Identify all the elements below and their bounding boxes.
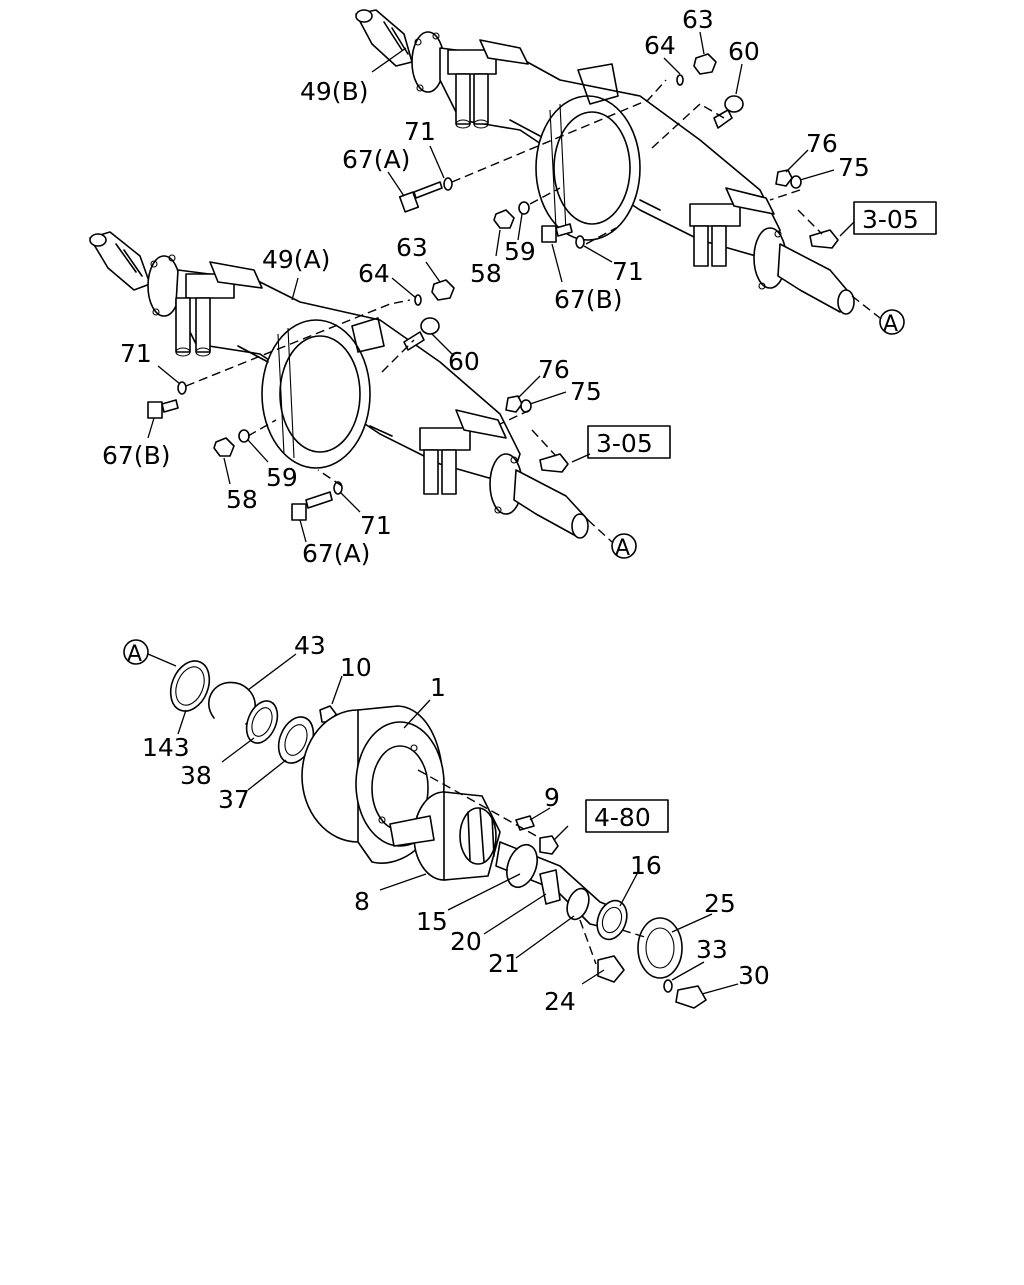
callout-71-lower-a: 71 — [120, 339, 152, 368]
callout-49b: 49(B) — [300, 77, 368, 106]
connector-a-lower: A — [611, 533, 637, 561]
callout-58-upper: 58 — [470, 259, 502, 288]
connector-a-hub-label: A — [127, 642, 142, 667]
callout-24: 24 — [544, 987, 576, 1016]
callout-63-upper: 63 — [682, 5, 714, 34]
callout-67b-lower: 67(B) — [102, 441, 170, 470]
callout-43: 43 — [294, 631, 326, 660]
callout-67a-upper: 67(A) — [342, 145, 410, 174]
upper-leaders — [371, 31, 855, 283]
callout-143: 143 — [142, 733, 190, 762]
callout-67b-upper: 67(B) — [554, 285, 622, 314]
callout-25: 25 — [704, 889, 736, 918]
callout-58-lower: 58 — [226, 485, 258, 514]
callout-76-upper: 76 — [806, 129, 838, 158]
ref-label-3-05-upper: 3-05 — [862, 205, 919, 234]
callout-49a: 49(A) — [262, 245, 330, 274]
ref-box-3-05-lower: 3-05 — [587, 425, 671, 459]
ref-label-4-80: 4-80 — [594, 803, 651, 832]
callout-59-lower: 59 — [266, 463, 298, 492]
lower-axle-callouts: 49(A) 63 64 60 71 67(B) 76 75 58 59 71 6… — [102, 233, 602, 568]
callout-33: 33 — [696, 935, 728, 964]
lower-axle-fasteners — [147, 279, 569, 521]
axle-housing-lower — [89, 231, 589, 539]
callout-71-lower-b: 71 — [360, 511, 392, 540]
upper-axle-fasteners — [398, 53, 839, 249]
upper-axle-callouts: 49(B) 63 64 60 71 67(A) 76 75 58 59 67(B… — [300, 5, 870, 314]
callout-76-lower: 76 — [538, 355, 570, 384]
callout-20: 20 — [450, 927, 482, 956]
callout-10: 10 — [340, 653, 372, 682]
callout-63-lower: 63 — [396, 233, 428, 262]
callout-67a-lower: 67(A) — [302, 539, 370, 568]
callout-60-upper: 60 — [728, 37, 760, 66]
ref-label-3-05-lower: 3-05 — [596, 429, 653, 458]
callout-9: 9 — [544, 783, 560, 812]
ref-box-3-05-upper: 3-05 — [853, 201, 937, 235]
callout-15: 15 — [416, 907, 448, 936]
callout-37: 37 — [218, 785, 250, 814]
callout-21: 21 — [488, 949, 520, 978]
ref-box-4-80: 4-80 — [585, 799, 669, 833]
axle-housing-upper — [355, 9, 855, 315]
hub-leaders — [147, 653, 739, 995]
callout-75-lower: 75 — [570, 377, 602, 406]
callout-71-upper-b: 71 — [612, 257, 644, 286]
callout-60-lower: 60 — [448, 347, 480, 376]
callout-1: 1 — [430, 673, 446, 702]
connector-a-hub: A — [123, 639, 149, 667]
lower-leaders — [147, 261, 591, 543]
callout-64-lower: 64 — [358, 259, 390, 288]
callout-16: 16 — [630, 851, 662, 880]
connector-a-upper-label: A — [883, 312, 898, 337]
callout-71-upper-a: 71 — [404, 117, 436, 146]
callout-64-upper: 64 — [644, 31, 676, 60]
connector-a-lower-label: A — [615, 536, 630, 561]
callout-8: 8 — [354, 887, 370, 916]
hub-callouts: 43 10 1 143 38 37 9 8 15 20 21 16 25 33 … — [142, 631, 770, 1016]
callout-38: 38 — [180, 761, 212, 790]
callout-75-upper: 75 — [838, 153, 870, 182]
callout-30: 30 — [738, 961, 770, 990]
callout-59-upper: 59 — [504, 237, 536, 266]
connector-a-upper: A — [879, 309, 905, 337]
